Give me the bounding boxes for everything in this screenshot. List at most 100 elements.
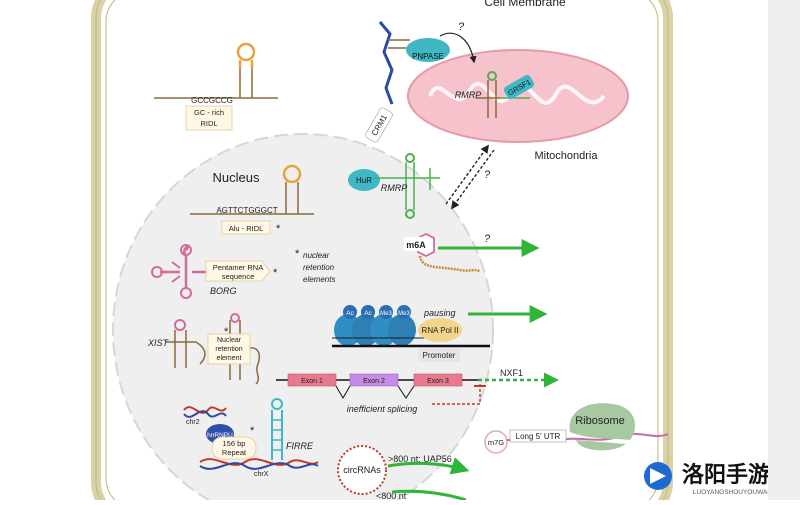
question-pnpase: ? bbox=[458, 21, 465, 33]
ac-mark-2 bbox=[361, 305, 375, 319]
chrx-dna-helix bbox=[199, 458, 319, 470]
m7g-label: m7G bbox=[488, 438, 504, 447]
inefficient-splicing-label: inefficient splicing bbox=[347, 404, 418, 414]
nuclear-retention-line3: element bbox=[217, 355, 242, 362]
chr2-label: chr2 bbox=[186, 419, 200, 426]
uap56-export-arrow bbox=[387, 457, 470, 475]
cell-membrane-label: Cell Membrane bbox=[484, 0, 566, 9]
exon-1-label: Exon 1 bbox=[301, 378, 323, 385]
nxf1-label: NXF1 bbox=[500, 368, 523, 378]
crm1-box bbox=[365, 107, 393, 143]
ribosome bbox=[569, 403, 636, 451]
nre-line2: retention bbox=[303, 263, 335, 272]
m7g-cap bbox=[484, 430, 508, 454]
exon-3 bbox=[413, 373, 463, 387]
alu-ridl-box bbox=[221, 220, 271, 235]
ac-mark-1 bbox=[343, 305, 357, 319]
xist-label: XIST bbox=[147, 338, 170, 348]
nre-line1: nuclear bbox=[303, 251, 330, 260]
question-rmrp: ? bbox=[484, 169, 491, 181]
watermark-logo bbox=[644, 462, 672, 490]
m6a-rna-strand bbox=[418, 255, 481, 274]
watermark-url: LUOYANGSHOUYOUWANG bbox=[693, 489, 777, 496]
uap56-label: >800 nt: UAP56 bbox=[388, 454, 452, 464]
me3-mark-1 bbox=[379, 305, 393, 319]
nuclear-retention-box bbox=[207, 333, 251, 365]
hur-protein bbox=[348, 169, 380, 191]
nuclear-retention-line1: Nuclear bbox=[217, 337, 242, 344]
pnpase-rna-strand bbox=[378, 21, 410, 105]
nre-star: * bbox=[295, 248, 300, 260]
circrna-circle bbox=[337, 445, 387, 495]
chr2-dna-helix bbox=[183, 406, 227, 418]
hnrnpu-label: hnRNPU bbox=[207, 432, 233, 439]
rna-pol-ii-label: RNA Pol II bbox=[422, 326, 459, 335]
pnpase-label: PNPASE bbox=[412, 52, 444, 61]
nucleus bbox=[112, 133, 494, 505]
nucleosome-array bbox=[332, 314, 490, 348]
ridl-box bbox=[185, 105, 233, 131]
exon-2 bbox=[349, 373, 399, 387]
side-strip bbox=[768, 0, 800, 500]
m6a-label: m6A bbox=[406, 240, 426, 250]
nuclear-retention-line2: retention bbox=[215, 346, 242, 353]
me3-mark-2 bbox=[397, 305, 411, 319]
me3-label-2: Me3 bbox=[398, 311, 410, 317]
alu-ridl-hairpin bbox=[190, 164, 314, 215]
alu-sequence: AGTTCTGGGCT bbox=[216, 206, 277, 215]
ridl-name: RIDL bbox=[200, 119, 217, 128]
mitochondria-label: Mitochondria bbox=[535, 150, 599, 162]
rmrp-export-arrow bbox=[451, 149, 495, 210]
utr-label: Long 5' UTR bbox=[516, 432, 561, 441]
pausing-label: pausing bbox=[423, 308, 456, 318]
rna-pol-ii bbox=[418, 318, 462, 342]
mitochondria bbox=[407, 49, 629, 143]
pentamer-box bbox=[205, 260, 271, 282]
rmrp-nucleus-label: RMRP bbox=[381, 183, 408, 193]
ac-label-1: Ac bbox=[346, 310, 354, 317]
utr-box bbox=[509, 429, 567, 443]
xist-rna-structure bbox=[166, 313, 260, 385]
promoter-label: Promoter bbox=[423, 351, 456, 360]
mito-rmrp-structure bbox=[476, 71, 530, 118]
pnpase-import-arrow bbox=[439, 32, 477, 64]
promoter-box bbox=[418, 348, 460, 362]
inhibition-line bbox=[430, 384, 481, 405]
firre-label: FIRRE bbox=[286, 441, 314, 451]
repeat-line2: Repeat bbox=[222, 448, 247, 457]
nucleus-rmrp-structure bbox=[374, 153, 440, 219]
ac-label-2: Ac bbox=[364, 310, 372, 317]
pentamer-line1: Pentamer RNA bbox=[213, 263, 263, 272]
alu-star: * bbox=[276, 223, 281, 235]
ridl-sequence: GCCGCCG bbox=[191, 96, 233, 105]
firre-star: * bbox=[250, 425, 255, 437]
second-export-arrow bbox=[391, 489, 467, 502]
rmrp-import-arrow bbox=[445, 144, 489, 205]
me3-label-1: Me3 bbox=[380, 311, 392, 317]
nre-line3: elements bbox=[303, 275, 335, 284]
splice-junctions bbox=[335, 385, 415, 399]
ridl-gc-rich: GC - rich bbox=[194, 108, 224, 117]
firre-rna-stem bbox=[271, 398, 283, 460]
grsf1-protein bbox=[503, 74, 535, 100]
exon-2-label: Exon 2 bbox=[363, 378, 385, 385]
repeat-line1: 156 bp bbox=[223, 439, 246, 448]
m6a-bg bbox=[404, 237, 430, 251]
borg-star: * bbox=[273, 267, 278, 279]
rmrp-mito-label: RMRP bbox=[455, 90, 482, 100]
hur-label: HuR bbox=[356, 176, 372, 185]
borg-rna-structure bbox=[151, 244, 206, 299]
nucleus-label: Nucleus bbox=[213, 170, 260, 185]
xist-star: * bbox=[224, 326, 229, 338]
question-m6a: ? bbox=[484, 233, 491, 245]
chrx-label: chrX bbox=[254, 471, 269, 478]
circrnas-label: circRNAs bbox=[343, 465, 381, 475]
exon-1 bbox=[287, 373, 337, 387]
borg-label: BORG bbox=[210, 286, 237, 296]
cell-membrane bbox=[91, 0, 673, 505]
pnpase-protein bbox=[406, 38, 450, 62]
pentamer-line2: sequence bbox=[222, 272, 255, 281]
alu-ridl-label: Alu - RIDL bbox=[229, 224, 264, 233]
